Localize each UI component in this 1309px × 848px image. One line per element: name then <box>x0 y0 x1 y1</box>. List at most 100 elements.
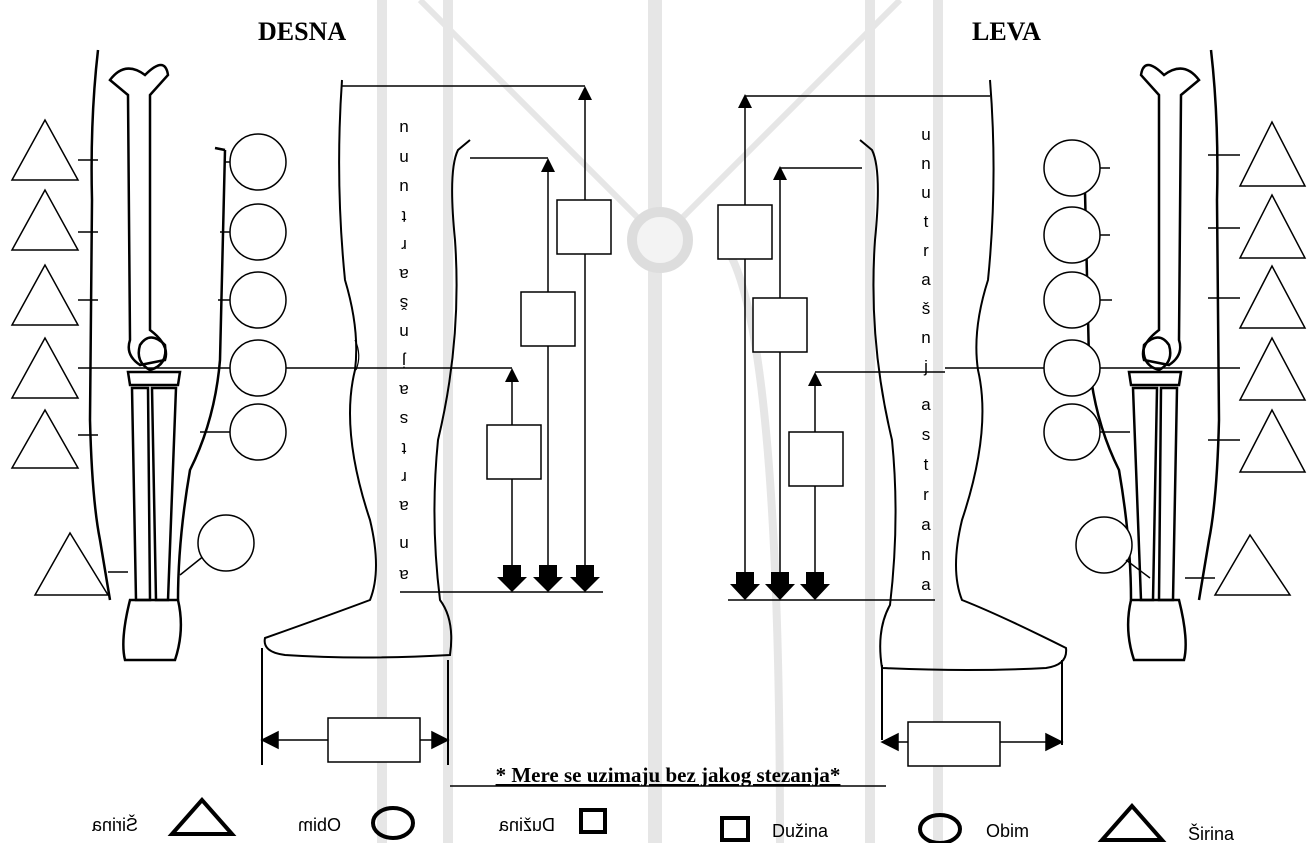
letter: t <box>924 455 929 474</box>
triangle-icon <box>167 796 237 836</box>
length-box[interactable] <box>717 204 773 260</box>
width-triangle[interactable] <box>945 336 1307 401</box>
letter: u <box>921 125 930 144</box>
heading-left-side: LEVA <box>972 17 1041 46</box>
legend: Dužina Obim Širina <box>720 802 1235 845</box>
legend-width-label-mirrored: Širina <box>91 814 138 835</box>
down-arrow-icon <box>533 565 563 592</box>
circumference-circle[interactable] <box>1043 139 1110 197</box>
width-triangle[interactable] <box>1208 120 1307 187</box>
letter: a <box>921 515 931 534</box>
letter: u <box>399 119 408 138</box>
letter: t <box>401 207 406 226</box>
letter: r <box>401 236 407 255</box>
background-stand <box>377 0 943 844</box>
circumference-circle[interactable] <box>200 403 287 461</box>
width-triangle[interactable] <box>10 118 98 181</box>
letter: n <box>399 535 408 554</box>
left-leg-length-boxes <box>717 204 844 487</box>
letter: a <box>921 395 931 414</box>
length-box[interactable] <box>788 431 844 487</box>
measurement-note: * Mere se uzimaju bez jakog stezanja* <box>496 763 841 787</box>
letter: n <box>921 328 930 347</box>
letter: a <box>399 566 409 585</box>
right-leg-arrowheads <box>497 86 600 592</box>
left-leg-circumference-markers <box>1043 139 1151 579</box>
width-triangle[interactable] <box>10 263 98 326</box>
skeleton-right-leg <box>88 49 227 662</box>
letter: j <box>402 352 407 371</box>
letter: n <box>921 154 930 173</box>
width-triangle[interactable] <box>10 188 98 251</box>
legend-mirrored: Širina Obim Dužina <box>91 796 607 840</box>
right-leg-length-boxes <box>486 199 612 480</box>
width-triangle[interactable] <box>1208 408 1307 473</box>
legend-width-label: Širina <box>1188 823 1235 843</box>
triangle-icon <box>1097 802 1167 842</box>
letter: t <box>401 439 406 458</box>
circumference-circle[interactable] <box>229 339 287 397</box>
width-triangle[interactable] <box>1208 193 1307 259</box>
letter: t <box>924 212 929 231</box>
leg-outline-right <box>261 79 471 765</box>
width-triangle[interactable] <box>10 408 98 469</box>
down-arrow-icon <box>730 572 760 600</box>
right-leg-circumference-markers <box>179 133 287 576</box>
letter: a <box>399 497 409 516</box>
left-leg-width-markers <box>945 120 1307 596</box>
circumference-circle[interactable] <box>1075 516 1151 579</box>
heading-right-side: DESNA <box>258 17 346 46</box>
circumference-circle[interactable] <box>1043 339 1101 397</box>
right-foot-width <box>260 717 450 763</box>
legend-circumference-label-mirrored: Obim <box>298 815 341 835</box>
letter: r <box>923 485 929 504</box>
letter: j <box>923 357 928 376</box>
letter: u <box>399 178 408 197</box>
left-foot-width <box>880 721 1064 767</box>
circumference-circle[interactable] <box>218 271 287 329</box>
width-triangle[interactable] <box>1185 533 1292 596</box>
letter: s <box>400 410 409 429</box>
square-icon <box>579 808 607 834</box>
left-leg-arrowheads <box>730 94 830 600</box>
right-leg-length-lines <box>342 85 603 593</box>
left-leg-inner-side-text: u n u t r a š n j a s t r a n a <box>921 125 931 594</box>
left-leg-length-lines <box>728 95 990 601</box>
down-arrow-icon <box>765 572 795 600</box>
circumference-circle[interactable] <box>179 514 255 576</box>
circumference-circle[interactable] <box>1043 403 1130 461</box>
width-triangle[interactable] <box>1208 264 1307 329</box>
letter: š <box>400 294 409 313</box>
letter: s <box>922 425 931 444</box>
length-box[interactable] <box>486 424 542 480</box>
legend-length-label: Dužina <box>772 821 829 841</box>
down-arrow-icon <box>497 565 527 592</box>
down-arrow-icon <box>570 565 600 592</box>
circumference-circle[interactable] <box>1043 206 1110 264</box>
letter: n <box>399 149 408 168</box>
length-box[interactable] <box>327 717 421 763</box>
circumference-circle[interactable] <box>1043 271 1112 329</box>
length-box[interactable] <box>752 297 808 353</box>
down-arrow-icon <box>800 572 830 600</box>
length-box[interactable] <box>556 199 612 255</box>
letter: n <box>921 545 930 564</box>
width-triangle[interactable] <box>33 531 128 596</box>
circle-icon <box>371 806 415 840</box>
letter: a <box>921 575 931 594</box>
circumference-circle[interactable] <box>225 133 287 191</box>
right-leg-width-markers <box>10 118 380 596</box>
right-leg-inner-side-text: u n u t r a š n j a s t r a n a <box>399 119 409 585</box>
width-triangle[interactable] <box>10 336 380 399</box>
letter: n <box>399 323 408 342</box>
circumference-circle[interactable] <box>220 203 287 261</box>
length-box[interactable] <box>520 291 576 347</box>
letter: r <box>401 468 407 487</box>
legend-length-label-mirrored: Dužina <box>498 815 555 835</box>
letter: a <box>399 381 409 400</box>
letter: r <box>923 241 929 260</box>
length-box[interactable] <box>907 721 1001 767</box>
square-icon <box>720 816 750 842</box>
